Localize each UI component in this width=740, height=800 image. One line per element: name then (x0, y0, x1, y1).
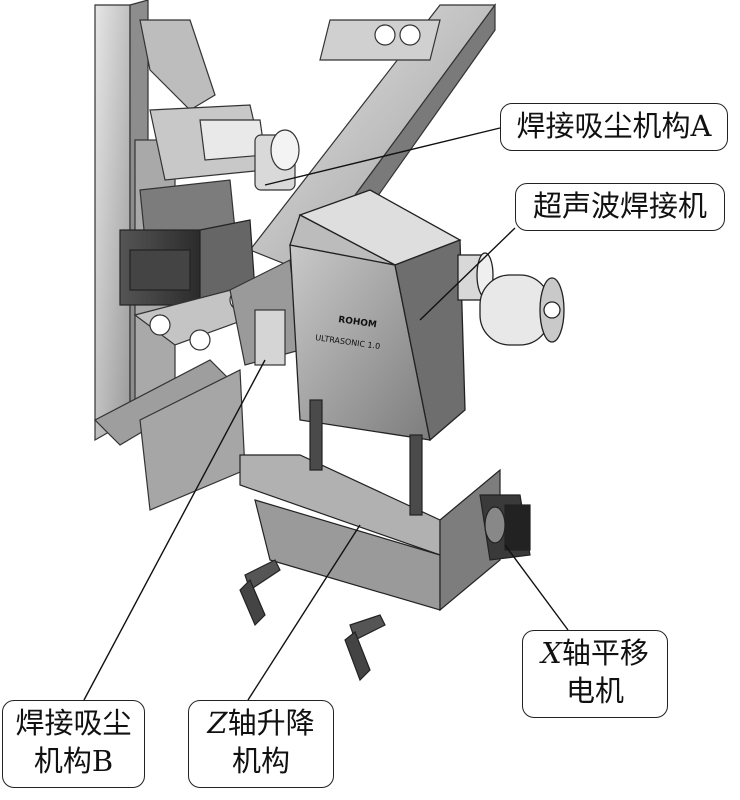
callout-ultrasonic-welder-text: 超声波焊接机 (532, 189, 707, 223)
callout-ultrasonic-welder: 超声波焊接机 (515, 183, 725, 231)
callout-z-axis-lift: Z轴升降 机构 (188, 700, 334, 788)
x-axis-variable: X (541, 636, 562, 670)
callout-dust-mechanism-a-text: 焊接吸尘机构A (516, 109, 712, 143)
leader-line-x-axis (504, 544, 569, 631)
left-dark-blocks (119, 219, 256, 306)
z-axis-variable: Z (207, 706, 228, 740)
callout-x-axis-motor-line1: X轴平移 (533, 634, 657, 672)
callout-dust-mechanism-a: 焊接吸尘机构A (500, 103, 728, 151)
x-axis-line1-rest: 轴平移 (561, 636, 649, 670)
ultrasonic-welder-shape (289, 189, 565, 442)
leader-line-welder (419, 227, 516, 321)
leader-lines (83, 127, 569, 701)
z-axis-lift-shape (239, 399, 501, 682)
leader-line-dust-b (83, 359, 266, 701)
callout-dust-mechanism-b-line1: 焊接吸尘 (15, 706, 132, 740)
leader-line-z-axis (247, 524, 361, 701)
callout-dust-mechanism-b: 焊接吸尘 机构B (2, 700, 145, 788)
leader-line-dust-a (264, 127, 501, 186)
callout-z-axis-lift-line1: Z轴升降 (199, 704, 323, 742)
x-axis-motor-shape (479, 494, 531, 561)
callout-z-axis-lift-line2: 机构 (231, 744, 290, 778)
dust-mechanism-a-shape (139, 104, 300, 241)
z-axis-line1-rest: 轴升降 (227, 706, 315, 740)
callout-dust-mechanism-b-line2: 机构B (33, 744, 114, 778)
callout-x-axis-motor-line2: 电机 (565, 674, 624, 708)
dust-mechanism-b-shape (133, 259, 301, 511)
callout-x-axis-motor: X轴平移 电机 (522, 630, 668, 718)
